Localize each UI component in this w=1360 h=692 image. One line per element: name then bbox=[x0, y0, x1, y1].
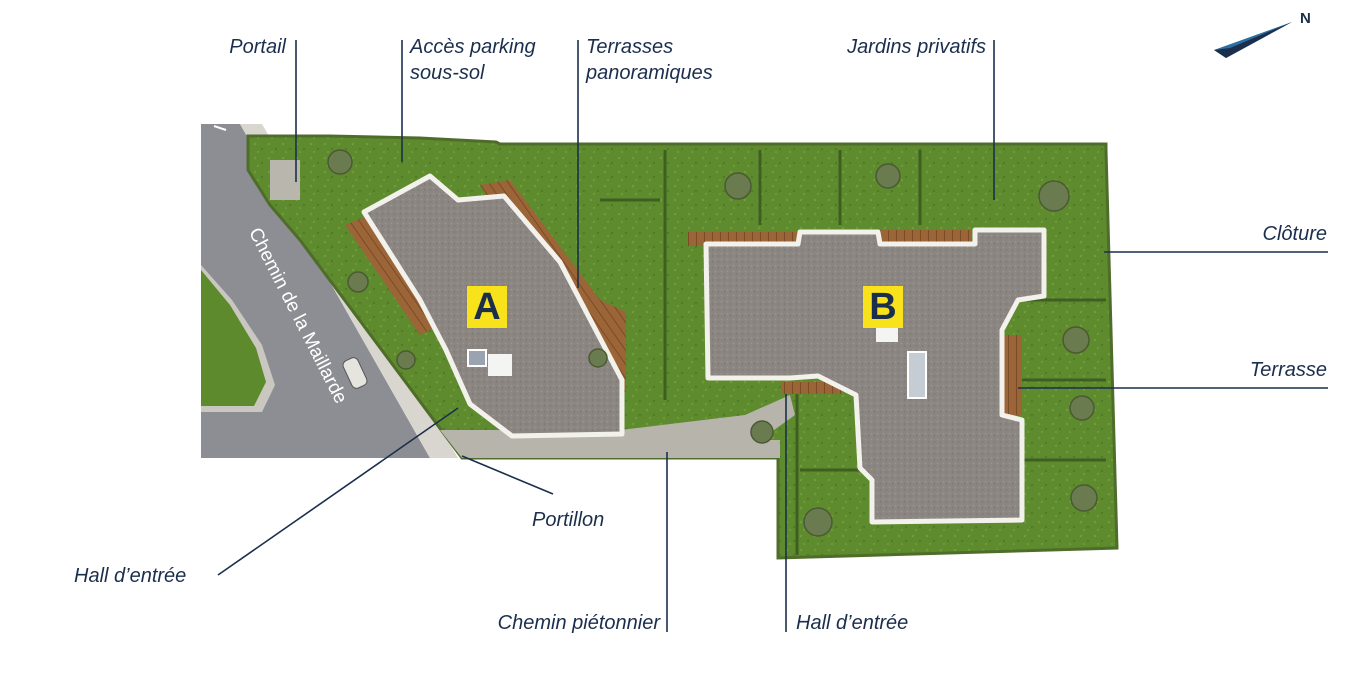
building-a-label: A bbox=[467, 286, 507, 328]
callout-portail: Portail bbox=[229, 36, 286, 58]
callout-terrasses-line1: Terrasses bbox=[586, 36, 674, 58]
north-arrow-icon bbox=[1214, 22, 1292, 58]
callout-terrasse: Terrasse bbox=[1249, 359, 1327, 381]
building-b-label: B bbox=[863, 286, 903, 328]
deck-b-east bbox=[1004, 335, 1022, 415]
leader-lines bbox=[217, 40, 1328, 632]
building-a-roof-box bbox=[488, 354, 512, 376]
callout-acces-parking-line2: sous-sol bbox=[410, 62, 485, 84]
lawn-patch bbox=[270, 160, 300, 200]
building-a-skylight bbox=[467, 349, 487, 367]
deck-a-west bbox=[345, 215, 440, 335]
callout-terrasses-panoramiques: Terrasses panoramiques bbox=[586, 34, 713, 86]
building-b-roof bbox=[703, 227, 1047, 525]
hedges bbox=[600, 150, 1106, 555]
deck-b-north-2 bbox=[880, 230, 972, 244]
callout-portillon: Portillon bbox=[532, 509, 605, 531]
callout-acces-parking: Accès parking sous-sol bbox=[410, 34, 536, 86]
callout-hall-entree-a: Hall d’entrée bbox=[74, 565, 187, 587]
callout-terrasses-line2: panoramiques bbox=[586, 62, 713, 84]
deck-b-south bbox=[782, 382, 842, 394]
trees bbox=[327, 149, 1098, 537]
callout-cloture: Clôture bbox=[1262, 223, 1327, 245]
callout-hall-entree-b: Hall d’entrée bbox=[796, 612, 909, 634]
callout-chemin-pietonnier: Chemin piétonnier bbox=[497, 612, 660, 634]
callout-jardins-privatifs: Jardins privatifs bbox=[847, 36, 986, 58]
building-b-skylight bbox=[907, 351, 927, 399]
north-label: N bbox=[1300, 10, 1311, 27]
callout-acces-parking-line1: Accès parking bbox=[410, 36, 536, 58]
parked-car-street bbox=[342, 357, 368, 389]
footpath bbox=[440, 395, 795, 458]
